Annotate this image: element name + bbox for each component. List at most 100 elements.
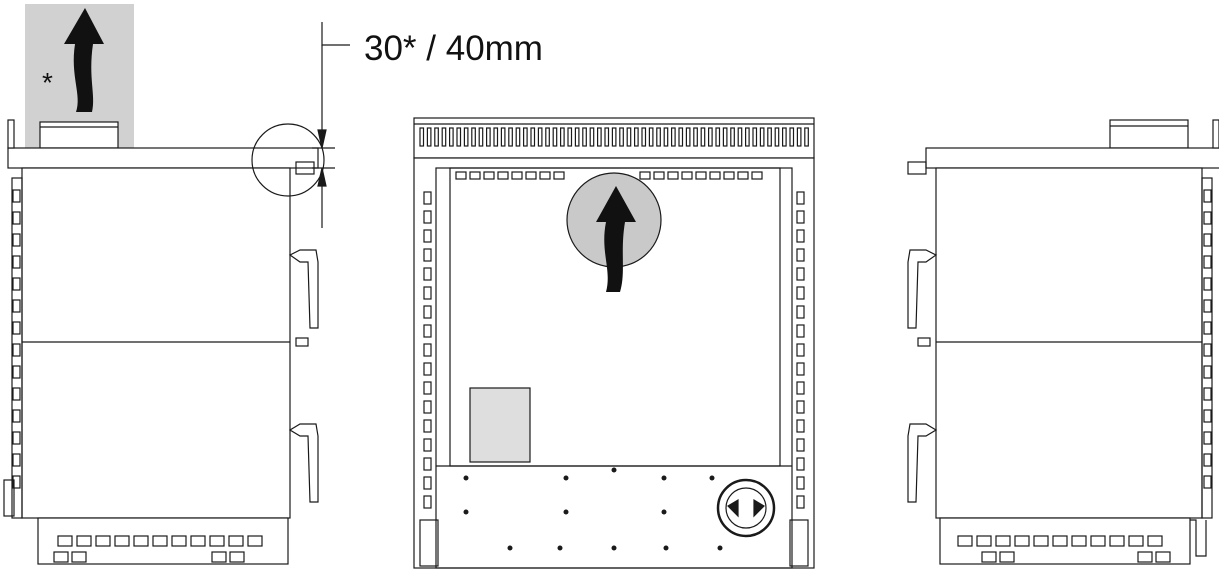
slot bbox=[423, 191, 432, 205]
slot bbox=[796, 191, 805, 205]
slot bbox=[596, 127, 602, 147]
slot bbox=[796, 127, 802, 147]
slot bbox=[796, 305, 805, 319]
slot bbox=[648, 127, 654, 147]
clearance-dimension bbox=[312, 22, 350, 228]
slot bbox=[567, 127, 573, 147]
slot bbox=[663, 127, 669, 147]
slot bbox=[423, 324, 432, 338]
door-handle bbox=[288, 249, 319, 503]
slot bbox=[493, 127, 499, 147]
slot bbox=[804, 127, 809, 147]
slot bbox=[423, 286, 432, 300]
slot bbox=[589, 127, 595, 147]
slot bbox=[508, 127, 513, 147]
slot bbox=[423, 476, 432, 490]
slot bbox=[423, 400, 432, 414]
vent-slots bbox=[57, 535, 263, 547]
rear-view bbox=[413, 117, 815, 569]
door-handle bbox=[907, 249, 938, 503]
slot bbox=[463, 127, 469, 147]
slot bbox=[737, 171, 749, 180]
slot bbox=[744, 127, 750, 147]
slot bbox=[423, 248, 432, 262]
slot bbox=[722, 127, 728, 147]
slot bbox=[796, 476, 805, 490]
slot bbox=[796, 267, 805, 281]
slot bbox=[553, 171, 565, 180]
slot bbox=[796, 495, 805, 509]
clearance-detail-circle bbox=[251, 123, 325, 197]
slot bbox=[423, 381, 432, 395]
slot bbox=[423, 305, 432, 319]
slot bbox=[525, 171, 537, 180]
slot bbox=[752, 127, 758, 147]
slot bbox=[700, 127, 706, 147]
slot bbox=[796, 229, 805, 243]
slot bbox=[626, 127, 632, 147]
slot bbox=[604, 127, 610, 147]
clearance-dimension-label: 30* / 40mm bbox=[364, 29, 543, 68]
slot bbox=[796, 210, 805, 224]
slot bbox=[796, 343, 805, 357]
slot bbox=[751, 171, 763, 180]
slot bbox=[574, 127, 580, 147]
slot bbox=[693, 127, 698, 147]
slot bbox=[715, 127, 721, 147]
slot bbox=[530, 127, 536, 147]
slot bbox=[478, 127, 484, 147]
slot bbox=[796, 457, 805, 471]
slot bbox=[469, 171, 481, 180]
slot bbox=[449, 127, 454, 147]
slot bbox=[539, 171, 551, 180]
slot bbox=[759, 127, 765, 147]
slot bbox=[730, 127, 735, 147]
slot bbox=[656, 127, 661, 147]
slot bbox=[497, 171, 509, 180]
grille-slots bbox=[419, 127, 809, 147]
slot bbox=[796, 438, 805, 452]
slot bbox=[723, 171, 735, 180]
vent-slots bbox=[957, 535, 1163, 547]
slot bbox=[619, 127, 624, 147]
airflow-arrow-icon bbox=[64, 8, 104, 112]
slot bbox=[796, 324, 805, 338]
slot bbox=[500, 127, 506, 147]
slot bbox=[796, 400, 805, 414]
side-rail-slots bbox=[12, 189, 21, 489]
plinth bbox=[37, 517, 289, 565]
cooktop-edge bbox=[925, 147, 1219, 169]
slot bbox=[678, 127, 684, 147]
slot bbox=[423, 419, 432, 433]
slot bbox=[709, 171, 721, 180]
slot bbox=[515, 127, 521, 147]
screw-holes bbox=[463, 467, 723, 551]
slot bbox=[796, 286, 805, 300]
slot bbox=[511, 171, 523, 180]
slot bbox=[781, 127, 787, 147]
slot bbox=[419, 127, 425, 147]
airflow-arrow-icon bbox=[596, 186, 636, 292]
slot bbox=[471, 127, 476, 147]
side-view-right bbox=[907, 119, 1219, 565]
slot bbox=[426, 127, 432, 147]
slot bbox=[522, 127, 528, 147]
slot bbox=[423, 229, 432, 243]
slot bbox=[483, 171, 495, 180]
slot bbox=[707, 127, 713, 147]
slot bbox=[695, 171, 707, 180]
slot bbox=[796, 248, 805, 262]
slot bbox=[681, 171, 693, 180]
slot bbox=[685, 127, 691, 147]
cable-outlet bbox=[716, 478, 776, 538]
footnote-asterisk: * bbox=[42, 67, 53, 98]
slot bbox=[423, 438, 432, 452]
slot bbox=[639, 171, 651, 180]
oven-body bbox=[935, 167, 1203, 519]
cooktop-edge bbox=[7, 147, 319, 169]
slot bbox=[455, 171, 467, 180]
slot bbox=[434, 127, 439, 147]
rear-rail-slots bbox=[423, 191, 805, 509]
oven-body bbox=[21, 167, 291, 519]
slot bbox=[537, 127, 543, 147]
